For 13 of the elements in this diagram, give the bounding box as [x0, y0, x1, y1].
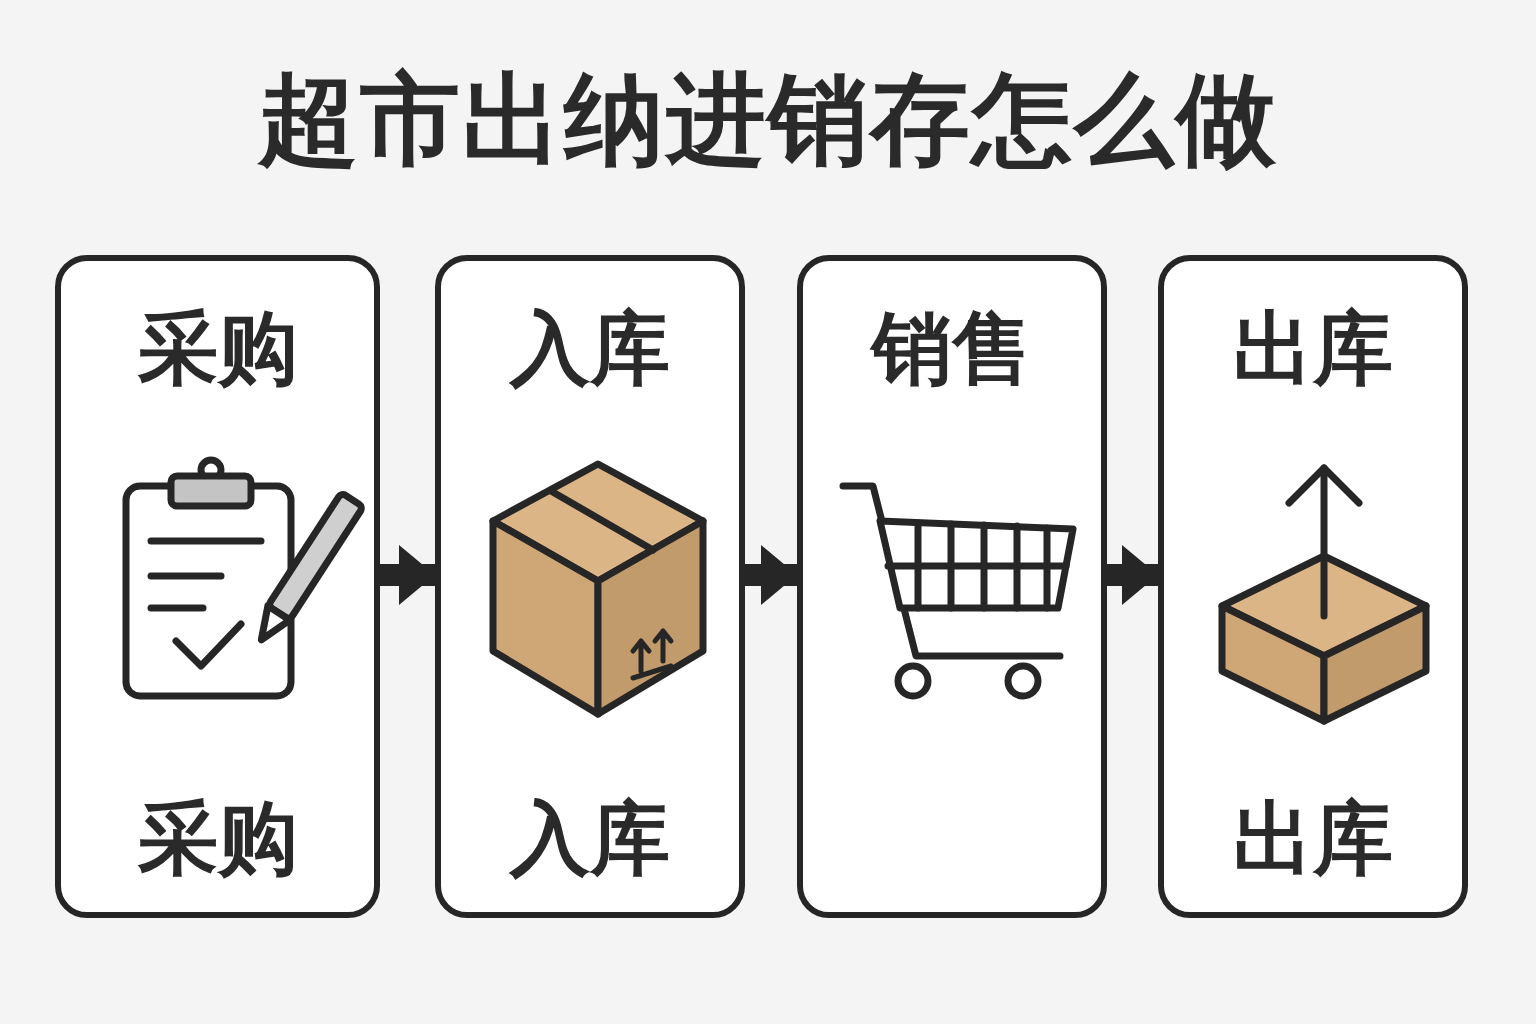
- step-title: 采购: [137, 301, 298, 397]
- process-box: [797, 255, 1107, 918]
- process-box: [435, 255, 745, 918]
- step-label: 出库: [1233, 791, 1393, 887]
- title: 超市出纳进销存怎么做: [256, 60, 1279, 180]
- arrow: [380, 545, 435, 605]
- step-title: 入库: [510, 301, 670, 397]
- process-box: [1158, 255, 1468, 918]
- step-label: 入库: [510, 791, 670, 887]
- arrow: [745, 545, 797, 605]
- step-label: 采购: [137, 791, 298, 887]
- arrow: [1107, 545, 1158, 605]
- step-title: 出库: [1233, 301, 1393, 397]
